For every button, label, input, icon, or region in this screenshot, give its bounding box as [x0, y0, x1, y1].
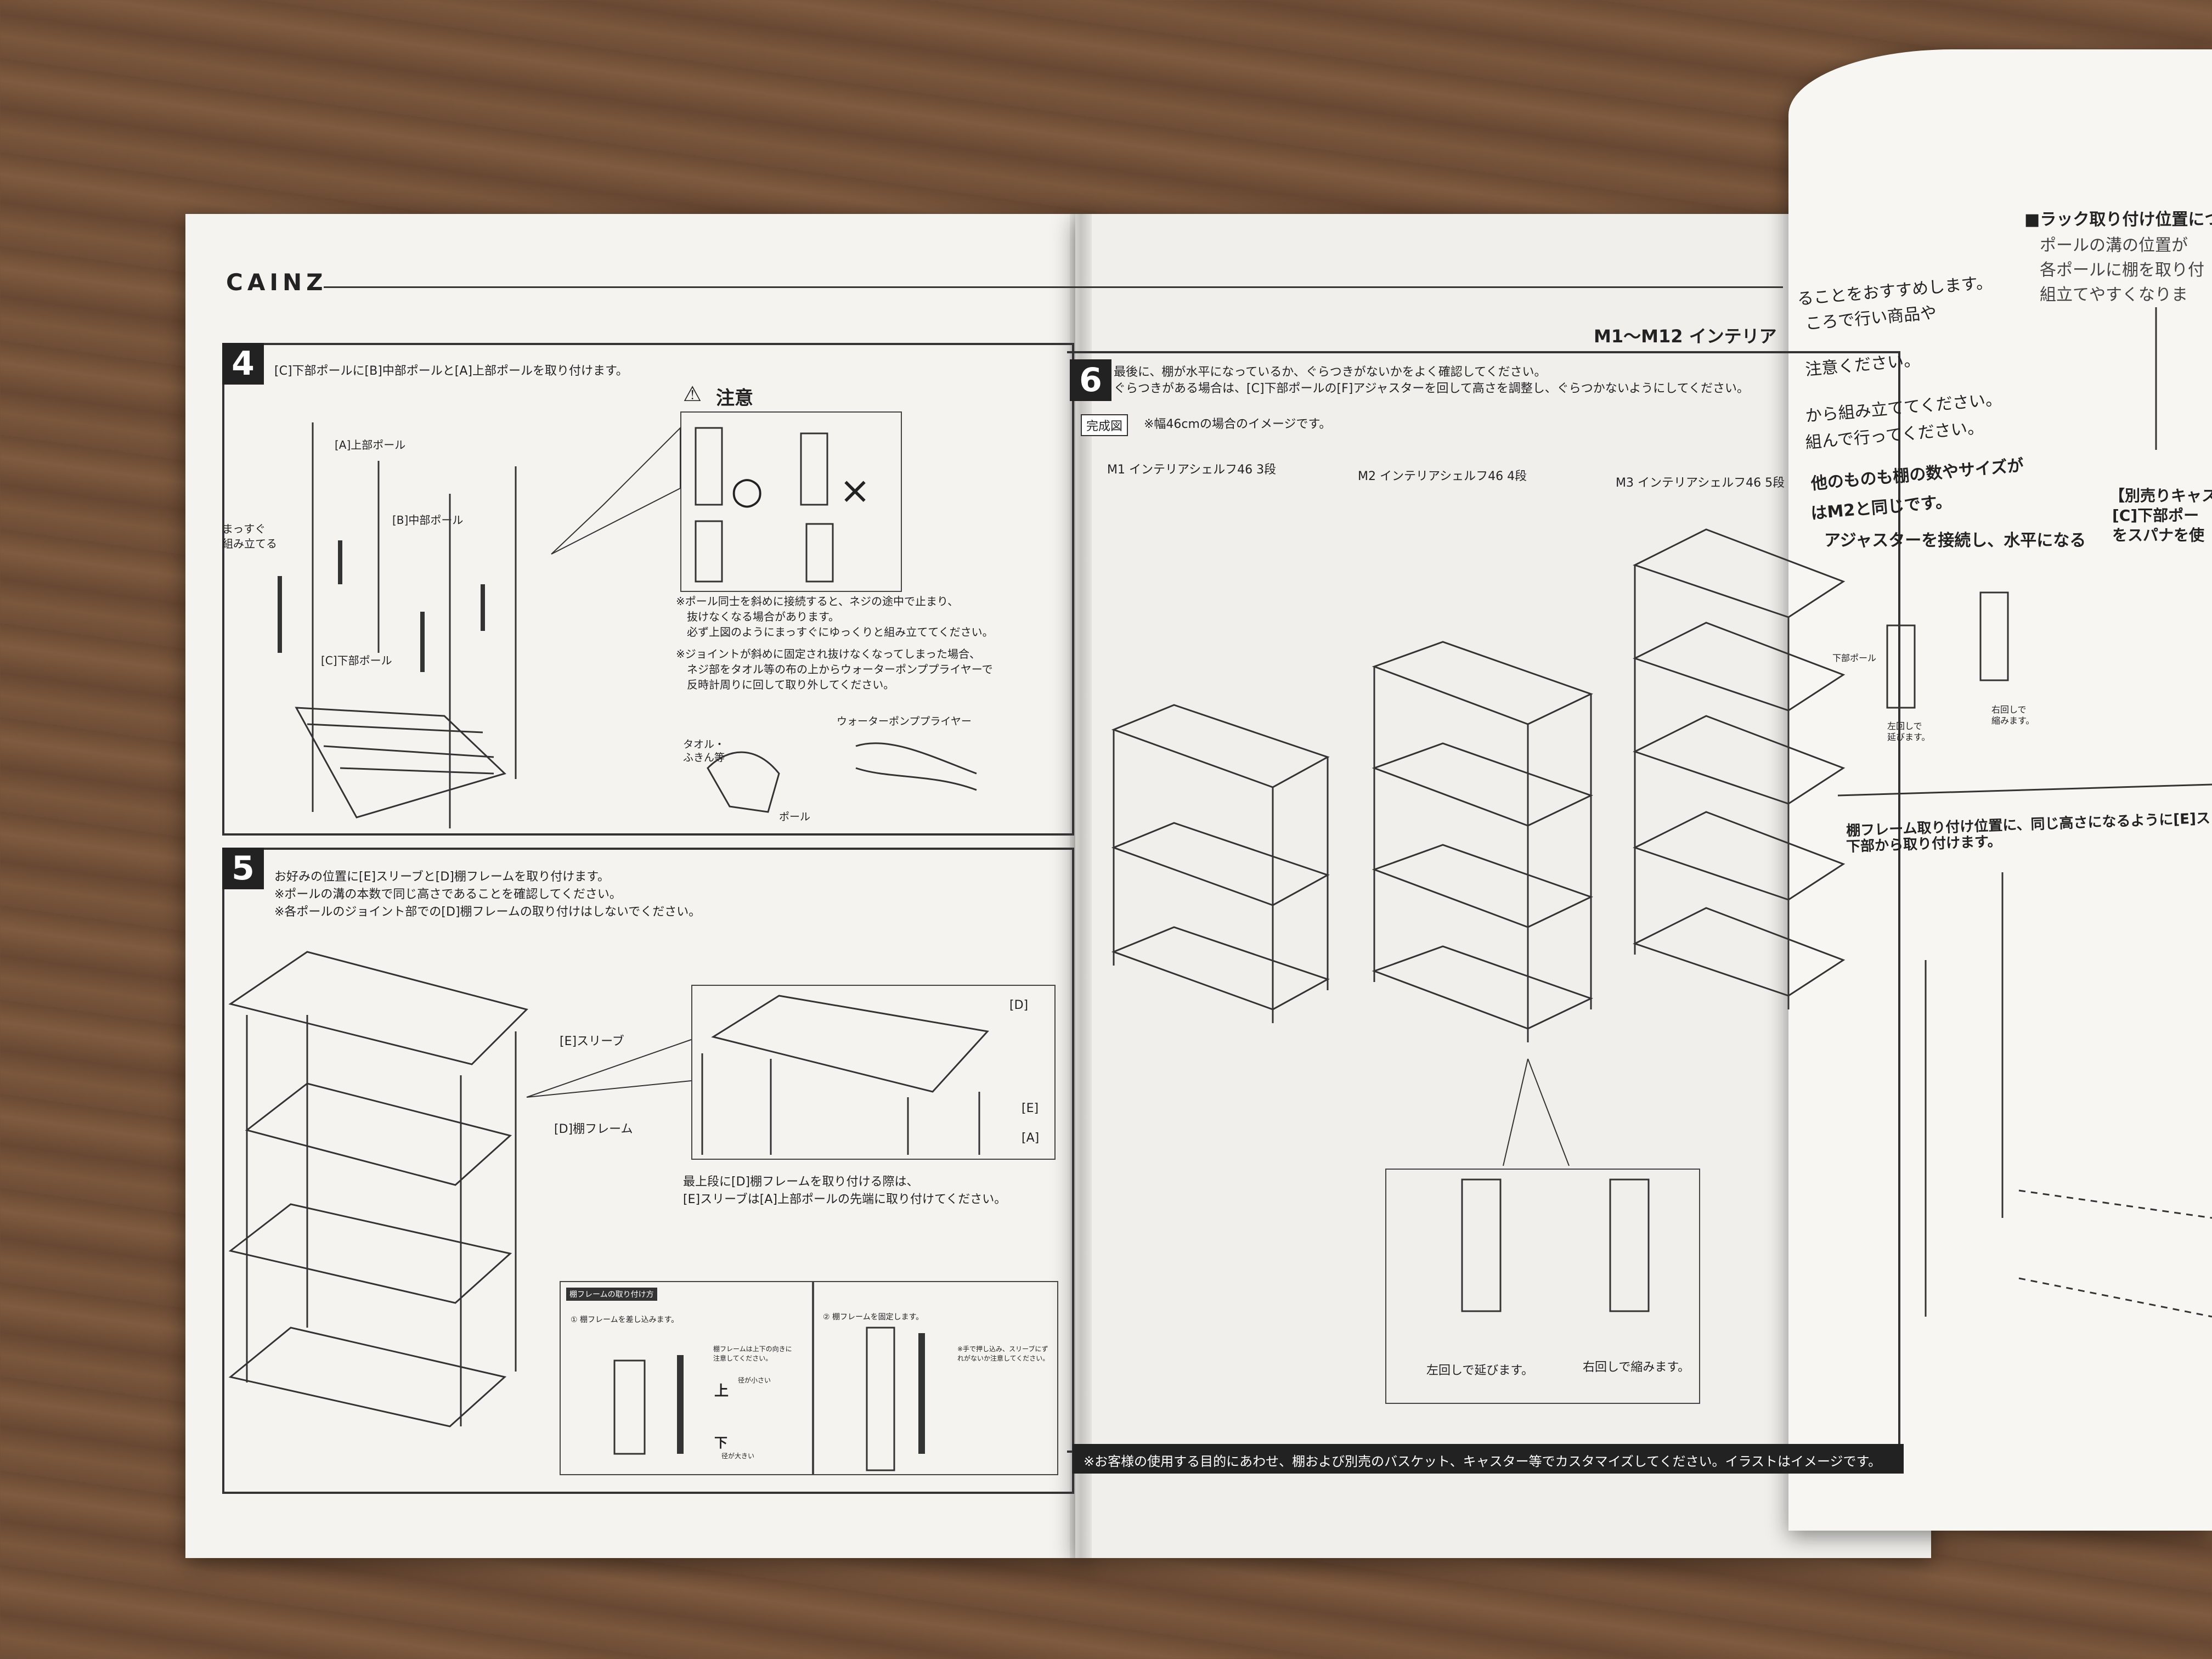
step4-note-4: ※ジョイントが斜めに固定され抜けなくなってしまった場合、 [676, 647, 980, 661]
top-note-2: [E]スリーブは[A]上部ポールの先端に取り付けてください。 [683, 1193, 1007, 1206]
header-rule [324, 286, 1783, 288]
shelf-m3 [1633, 528, 1846, 1009]
third-head-3: 各ポールに棚を取り付 [2040, 261, 2204, 280]
complete-note: ※幅46cmの場合のイメージです。 [1144, 417, 1331, 431]
step6-number: 6 [1070, 359, 1111, 401]
label-frame: [D]棚フレーム [554, 1122, 633, 1136]
step5-box [222, 848, 1074, 1494]
step4-instruction: [C]下部ポールに[B]中部ポールと[A]上部ポールを取り付けます。 [274, 364, 628, 378]
step5-line-3: ※各ポールのジョイント部での[D]棚フレームの取り付けはしないでください。 [274, 905, 701, 919]
caution-icon: ⚠ [683, 382, 702, 406]
step5-line-2: ※ポールの溝の本数で同じ高さであることを確認してください。 [274, 888, 622, 901]
step5-shelf-top [228, 951, 528, 1065]
label-c-pole: [C]下部ポール [321, 654, 392, 667]
adjust-box [1385, 1169, 1700, 1404]
top-note-1: 最上段に[D]棚フレームを取り付ける際は、 [683, 1175, 919, 1189]
howto-title: 棚フレームの取り付け方 [566, 1288, 657, 1301]
third-adjuster-title: アジャスターを接続し、水平になる [1824, 531, 2086, 550]
howto-down-note: 径が大きい [721, 1452, 755, 1460]
tool-pole: ポール [779, 811, 811, 823]
howto-up: 上 [714, 1383, 729, 1400]
howto-down: 下 [714, 1435, 727, 1451]
step4-note-6: 反時計周りに回して取り外してください。 [676, 678, 895, 691]
step5-line-1: お好みの位置に[E]スリーブと[D]棚フレームを取り付けます。 [274, 870, 610, 884]
tool-plier: ウォーターポンププライヤー [837, 715, 972, 727]
step5-shelf-3 [228, 1203, 512, 1304]
label-straight-2: 組み立てる [222, 537, 277, 550]
howto-step2-note: ※手で押し込み、スリーブにずれがないか注意してください。 [957, 1345, 1049, 1362]
third-rot-left-1: 左回しで [1887, 721, 1922, 731]
label-sleeve: [E]スリーブ [560, 1035, 624, 1048]
model-label-m3: M3 インテリアシェルフ46 5段 [1616, 476, 1785, 490]
tool-towel-2: ふきん等 [683, 752, 725, 764]
label-straight-1: まっすぐ [222, 522, 266, 535]
detail-label-a: [A] [1022, 1131, 1040, 1145]
model-label-m2: M2 インテリアシェルフ46 4段 [1358, 470, 1527, 483]
howto-step2: ② 棚フレームを固定します。 [823, 1313, 924, 1322]
step6-line-2: ぐらつきがある場合は、[C]下部ポールの[F]アジャスターを回して高さを調整し、… [1114, 382, 1749, 396]
step4-base-shelf [295, 707, 506, 819]
ok-mark: ○ [731, 469, 764, 512]
caution-title: 注意 [716, 387, 753, 409]
step4-note-3: 必ず上図のようにまっすぐにゆっくりと組み立ててください。 [676, 625, 994, 639]
shelf-m1 [1111, 704, 1330, 1023]
brand-logo: CAINZ [226, 269, 328, 296]
footer-note: ※お客様の使用する目的にあわせ、棚および別売のバスケット、キャスター等でカスタマ… [1084, 1454, 1882, 1469]
detail-label-e: [E] [1022, 1102, 1039, 1115]
caution-box [680, 411, 902, 592]
howto-step1: ① 棚フレームを差し込みます。 [571, 1316, 679, 1324]
complete-tag: 完成図 [1081, 414, 1128, 436]
label-a-pole: [A]上部ポール [335, 438, 406, 452]
model-title: M1〜M12 インテリア [1594, 326, 1777, 347]
model-label-m1: M1 インテリアシェルフ46 3段 [1107, 463, 1277, 477]
third-pole-label: 下部ポール [1832, 653, 1877, 663]
footer-bar [1073, 1444, 1904, 1474]
third-head-2: ポールの溝の位置が [2040, 236, 2188, 255]
left-page [185, 214, 1085, 1558]
step4-note-5: ネジ部をタオル等の布の上からウォーターポンププライヤーで [676, 663, 993, 676]
howto-box-1 [560, 1281, 814, 1475]
third-rot-right-1: 右回しで [1991, 704, 2027, 715]
adjust-left-text: 左回しで延びます。 [1426, 1364, 1534, 1378]
howto-box-2 [812, 1281, 1058, 1475]
detail-box [691, 985, 1056, 1160]
step5-shelf-4 [228, 1327, 507, 1427]
third-rot-right-2: 縮みます。 [1991, 715, 2035, 726]
howto-up-note: 径が小さい [738, 1376, 771, 1384]
step4-note-2: 抜けなくなる場合があります。 [676, 610, 839, 623]
label-b-pole: [B]中部ポール [392, 514, 464, 527]
tool-towel-1: タオル・ [683, 738, 725, 751]
adjust-right-text: 右回しで縮みます。 [1583, 1361, 1690, 1374]
step5-number: 5 [222, 848, 264, 889]
step6-line-1: 最後に、棚が水平になっているか、ぐらつきがないかをよく確認してください。 [1114, 365, 1547, 379]
third-head-4: 組立てやすくなりま [2040, 285, 2188, 304]
third-caster-1: 【別売りキャスタ [2109, 487, 2212, 505]
shelf-m2 [1372, 641, 1593, 1042]
step4-box [222, 343, 1074, 836]
step4-note-1: ※ポール同士を斜めに接続すると、ネジの途中で止まり、 [676, 595, 959, 608]
detail-label-d: [D] [1009, 998, 1029, 1012]
third-caster-2: [C]下部ポー [2112, 506, 2199, 524]
howto-step1-note: 棚フレームは上下の向きに注意してください。 [713, 1345, 792, 1362]
step4-number: 4 [222, 343, 264, 385]
ng-mark: × [839, 469, 871, 512]
third-rot-left-2: 延びます。 [1887, 732, 1931, 742]
third-head-1: ■ラック取り付け位置につ [2024, 210, 2212, 229]
third-caster-3: をスパナを使 [2112, 526, 2205, 544]
step5-shelf-2 [245, 1082, 512, 1186]
